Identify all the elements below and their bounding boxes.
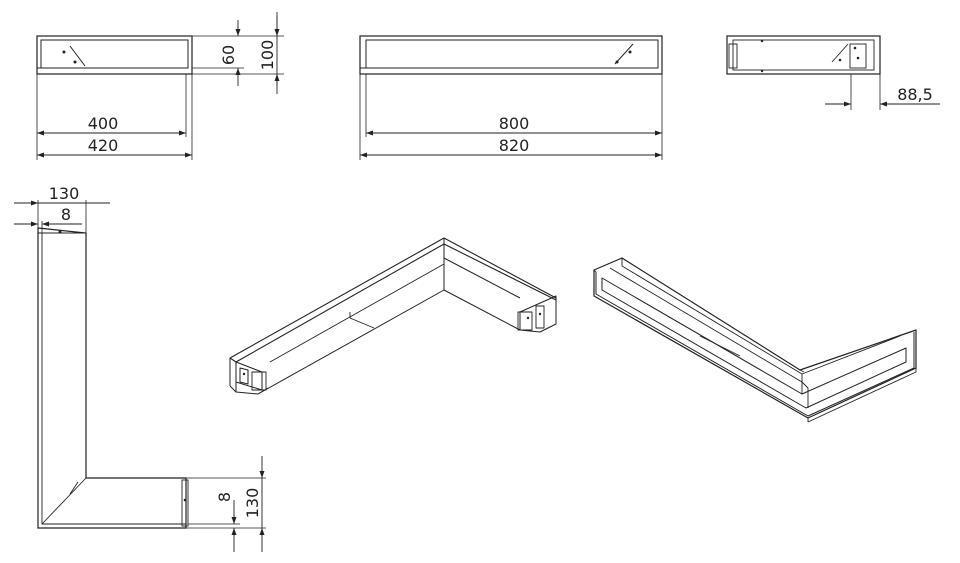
screw-hole	[62, 50, 66, 54]
iso-mount-bracket-left	[235, 361, 263, 391]
iso-edge	[349, 317, 375, 329]
dimension-label-820: 820	[499, 136, 530, 155]
dimension-label-130: 130	[49, 184, 80, 203]
screw-hole	[615, 60, 619, 64]
screw-hole	[838, 58, 842, 62]
mount-bracket-right	[849, 43, 867, 69]
bracket-diagonal	[831, 43, 849, 63]
frame-inner-outline	[365, 39, 659, 69]
mount-bracket-left	[728, 43, 738, 69]
frame-inner-outline	[732, 39, 875, 71]
iso-bracket-plate	[535, 305, 545, 329]
screw-hole	[526, 316, 530, 320]
iso-frame-wall-left	[235, 244, 445, 395]
dimension-label-8: 8	[61, 205, 71, 224]
screw-hole	[853, 46, 857, 50]
dimension-label-60: 60	[219, 45, 238, 65]
dimension-label-8-bottom: 8	[215, 492, 234, 502]
iso-edge	[807, 371, 917, 423]
screw-hole	[538, 312, 542, 316]
isometric-front-view	[593, 257, 917, 423]
isometric-rear-view	[229, 237, 557, 395]
iso-bracket-plate	[251, 371, 267, 391]
frame-outline	[726, 35, 881, 75]
end-cap	[181, 479, 189, 527]
dimension-label-130-bottom: 130	[243, 488, 262, 519]
miter-line	[69, 481, 79, 495]
screw-hole	[760, 69, 764, 73]
iso-frame-top	[229, 237, 557, 363]
dimension-label-100: 100	[258, 40, 277, 71]
dimension-label-88-5: 88,5	[897, 85, 933, 104]
iso-edge	[269, 263, 445, 363]
screw-hole	[73, 60, 77, 64]
iso-edge	[593, 269, 597, 273]
iso-edge	[229, 385, 237, 393]
front-view-long: 800 820	[359, 35, 663, 160]
iso-edge	[799, 369, 805, 373]
top-view-l-shape: 130 8 8 130	[14, 184, 266, 552]
screw-hole	[760, 39, 764, 43]
dimension-label-400: 400	[88, 114, 119, 133]
iso-frame-outer	[593, 257, 917, 419]
screw-hole	[58, 230, 62, 234]
screw-hole	[628, 50, 632, 54]
iso-frame-inner	[601, 277, 907, 409]
frame-inner-outline	[41, 233, 186, 525]
frame-outline	[37, 227, 187, 529]
iso-frame-wall-right	[443, 257, 521, 331]
dimension-label-800: 800	[499, 114, 530, 133]
front-view-short: 400 420 60 100	[36, 12, 284, 160]
frame-outline	[36, 35, 193, 75]
iso-edge	[699, 335, 741, 357]
bracket-diagonal	[69, 45, 86, 67]
iso-frame-face	[595, 272, 915, 417]
side-view: 88,5	[726, 35, 940, 110]
dimension-label-420: 420	[88, 136, 119, 155]
miter-line	[41, 477, 87, 525]
frame-outline	[359, 35, 663, 75]
screw-hole	[242, 372, 246, 376]
iso-bracket-plate	[517, 311, 533, 331]
screw-hole	[183, 498, 187, 502]
iso-mount-bracket-right	[519, 295, 557, 333]
frame-inner-outline	[40, 39, 189, 69]
bracket-diagonal	[614, 43, 634, 65]
screw-hole	[856, 56, 860, 60]
